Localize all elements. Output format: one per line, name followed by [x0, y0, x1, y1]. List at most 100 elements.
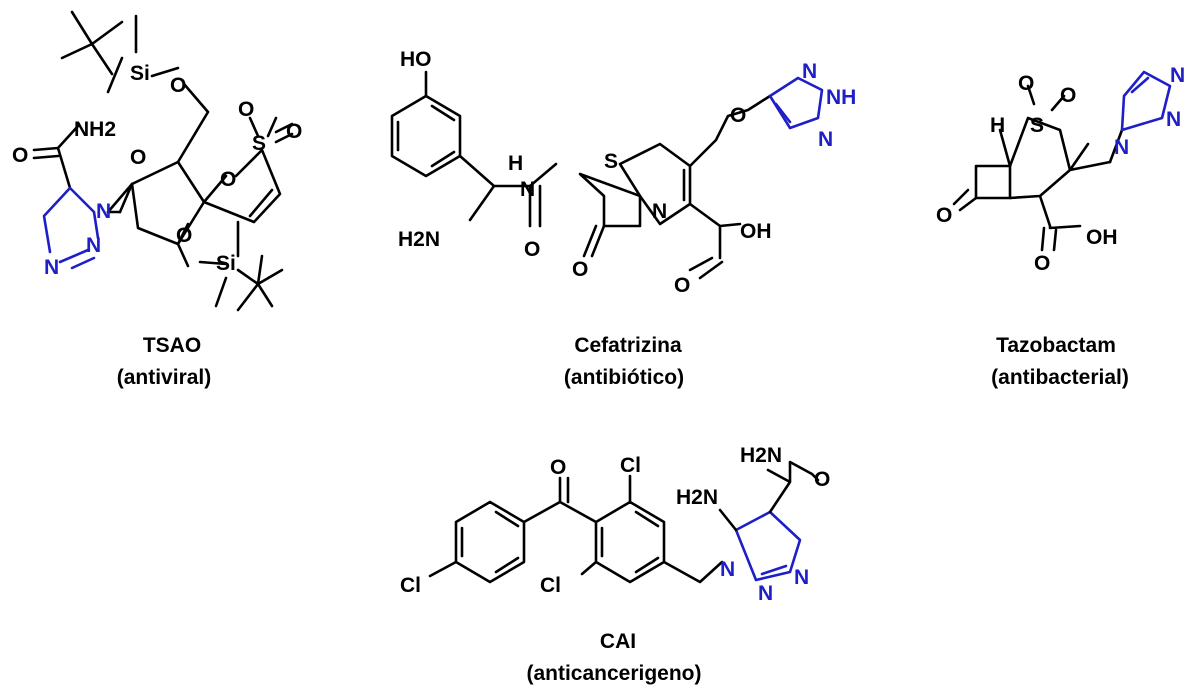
- triazole-n-n-bond: [58, 248, 90, 264]
- atom-n-triazole-3: N: [44, 256, 59, 279]
- atom-s: S: [604, 150, 618, 173]
- ketone-bonds: [522, 476, 598, 524]
- molecule-activity-cefatrizina: (antibiótico): [564, 366, 684, 389]
- atom-n-ring-1: N: [720, 558, 735, 581]
- anomeric-bond: [106, 182, 134, 214]
- phenol-ring-double-bonds: [396, 104, 456, 168]
- dichlorophenyl-double-bonds: [600, 510, 660, 574]
- atom-o-amide: O: [12, 144, 28, 167]
- atom-o-spiro: O: [220, 168, 236, 191]
- atom-o-ring: O: [130, 146, 146, 169]
- sulfone-bonds: [1026, 84, 1066, 112]
- triazole-ring-bonds: [42, 186, 100, 270]
- tbutyl-bottom-bonds: [236, 254, 284, 312]
- phenol-ring: [390, 94, 462, 178]
- atom-o-bottom: O: [176, 224, 192, 247]
- atom-o-s1: O: [238, 98, 254, 121]
- triazole-ring: [768, 76, 824, 130]
- atom-s: S: [1030, 114, 1044, 137]
- atom-cl-mid: Cl: [540, 574, 561, 597]
- atom-o-s2: O: [286, 120, 302, 143]
- molecule-tsao: Si O NH2 O N N N O O S O O O Si TSAO (an…: [12, 10, 302, 389]
- atom-s: S: [252, 132, 266, 155]
- atom-o-amide: O: [814, 468, 830, 491]
- atom-cl-left: Cl: [400, 574, 421, 597]
- cyclobutane-ring: [974, 164, 1012, 200]
- atom-n-ring-3: N: [794, 566, 809, 589]
- atom-cooh-oh: OH: [1086, 226, 1118, 249]
- atom-ho: HO: [400, 48, 432, 71]
- oxathiole-double-bond: [248, 188, 274, 218]
- carboxyl-bonds: [688, 202, 742, 280]
- tbutyl-top-bonds: [60, 10, 124, 76]
- atom-o-keto: O: [550, 456, 566, 479]
- molecule-tazobactam: H S O O O O OH N N N Tazobactam (antibac…: [936, 64, 1185, 389]
- atom-si-bottom: Si: [216, 252, 236, 275]
- amide-bonds: [32, 146, 72, 190]
- amide-amine-bonds: [718, 460, 820, 532]
- atom-o-top: O: [170, 74, 186, 97]
- atom-nh-h: H: [508, 152, 523, 175]
- furanose-ring: [130, 160, 206, 246]
- molecule-name-cefatrizina: Cefatrizina: [574, 334, 682, 357]
- atom-o-keto: O: [936, 204, 952, 227]
- molecule-cefatrizina: HO H2N H N O S N O O OH O N NH N Cefatri…: [390, 48, 856, 389]
- atom-cooh-oh: OH: [740, 220, 772, 243]
- atom-cl-top: Cl: [620, 454, 641, 477]
- atom-n-triazole-3: N: [818, 128, 833, 151]
- h-bond: [998, 128, 1012, 168]
- sulfone-bonds: [248, 116, 294, 144]
- o-si-bottom-bonds: [176, 220, 260, 308]
- atom-nh2: NH2: [74, 118, 116, 141]
- amide-bonds: [528, 162, 558, 228]
- dichlorophenyl-ring: [594, 500, 666, 584]
- cl-bonds: [580, 474, 632, 576]
- keto-bonds: [952, 188, 978, 212]
- ch2-bonds: [662, 560, 724, 584]
- atom-si-top: Si: [130, 62, 150, 85]
- dihydrotriazole-ring: [734, 510, 802, 582]
- atom-n-ring-2: N: [758, 582, 773, 605]
- atom-o-ether: O: [730, 104, 746, 127]
- triazole-double-bond: [1130, 76, 1150, 94]
- amide-nh2-bond: [56, 124, 80, 150]
- atom-cooh-o: O: [674, 274, 690, 297]
- atom-h: H: [990, 114, 1005, 137]
- molecule-name-tazobactam: Tazobactam: [996, 334, 1116, 357]
- atom-n-triazole-1: N: [802, 60, 817, 83]
- atom-n-triazole-3: N: [1166, 108, 1181, 131]
- carboxyl-bonds: [1038, 194, 1082, 252]
- molecule-cai: O Cl Cl Cl H2N O H2N N N N CAI (anticanc…: [400, 444, 830, 685]
- thiolane-ring: [1008, 116, 1072, 200]
- molecule-name-cai: CAI: [600, 630, 636, 653]
- chlorophenyl-double-bonds: [460, 510, 520, 574]
- chlorophenyl-ring: [454, 500, 526, 584]
- atom-h2n: H2N: [398, 228, 440, 251]
- ether-chain-bonds: [688, 94, 772, 168]
- atom-h2n: H2N: [676, 486, 718, 509]
- triazole-double-bond: [774, 102, 792, 124]
- ch2-bond: [1108, 128, 1124, 164]
- oxathiole-ring: [202, 148, 282, 224]
- atom-o-amide: O: [524, 238, 540, 261]
- cl-left-bond: [428, 560, 458, 578]
- atom-nh-n: N: [520, 178, 535, 201]
- triazole-double-bond: [760, 564, 788, 576]
- beta-lactam-ring: [578, 172, 642, 228]
- atom-n-triazole-2: N: [86, 234, 101, 257]
- molecule-activity-tazobactam: (antibacterial): [991, 366, 1129, 389]
- quaternary-bonds: [1068, 142, 1112, 172]
- atom-n-triazole-2: N: [1170, 64, 1185, 87]
- alpha-carbon-bonds: [458, 154, 532, 222]
- atom-n-ring: N: [652, 200, 667, 223]
- atom-o-s1: O: [1018, 72, 1034, 95]
- atom-h2n-top: H2N: [740, 444, 782, 467]
- triazole-ring: [1120, 70, 1172, 132]
- atom-nh-triazole: NH: [826, 86, 856, 109]
- atom-o-s2: O: [1060, 84, 1076, 107]
- atom-n-triazole-1: N: [96, 200, 111, 223]
- atom-o-lactam: O: [572, 258, 588, 281]
- atom-cooh-o: O: [1034, 252, 1050, 275]
